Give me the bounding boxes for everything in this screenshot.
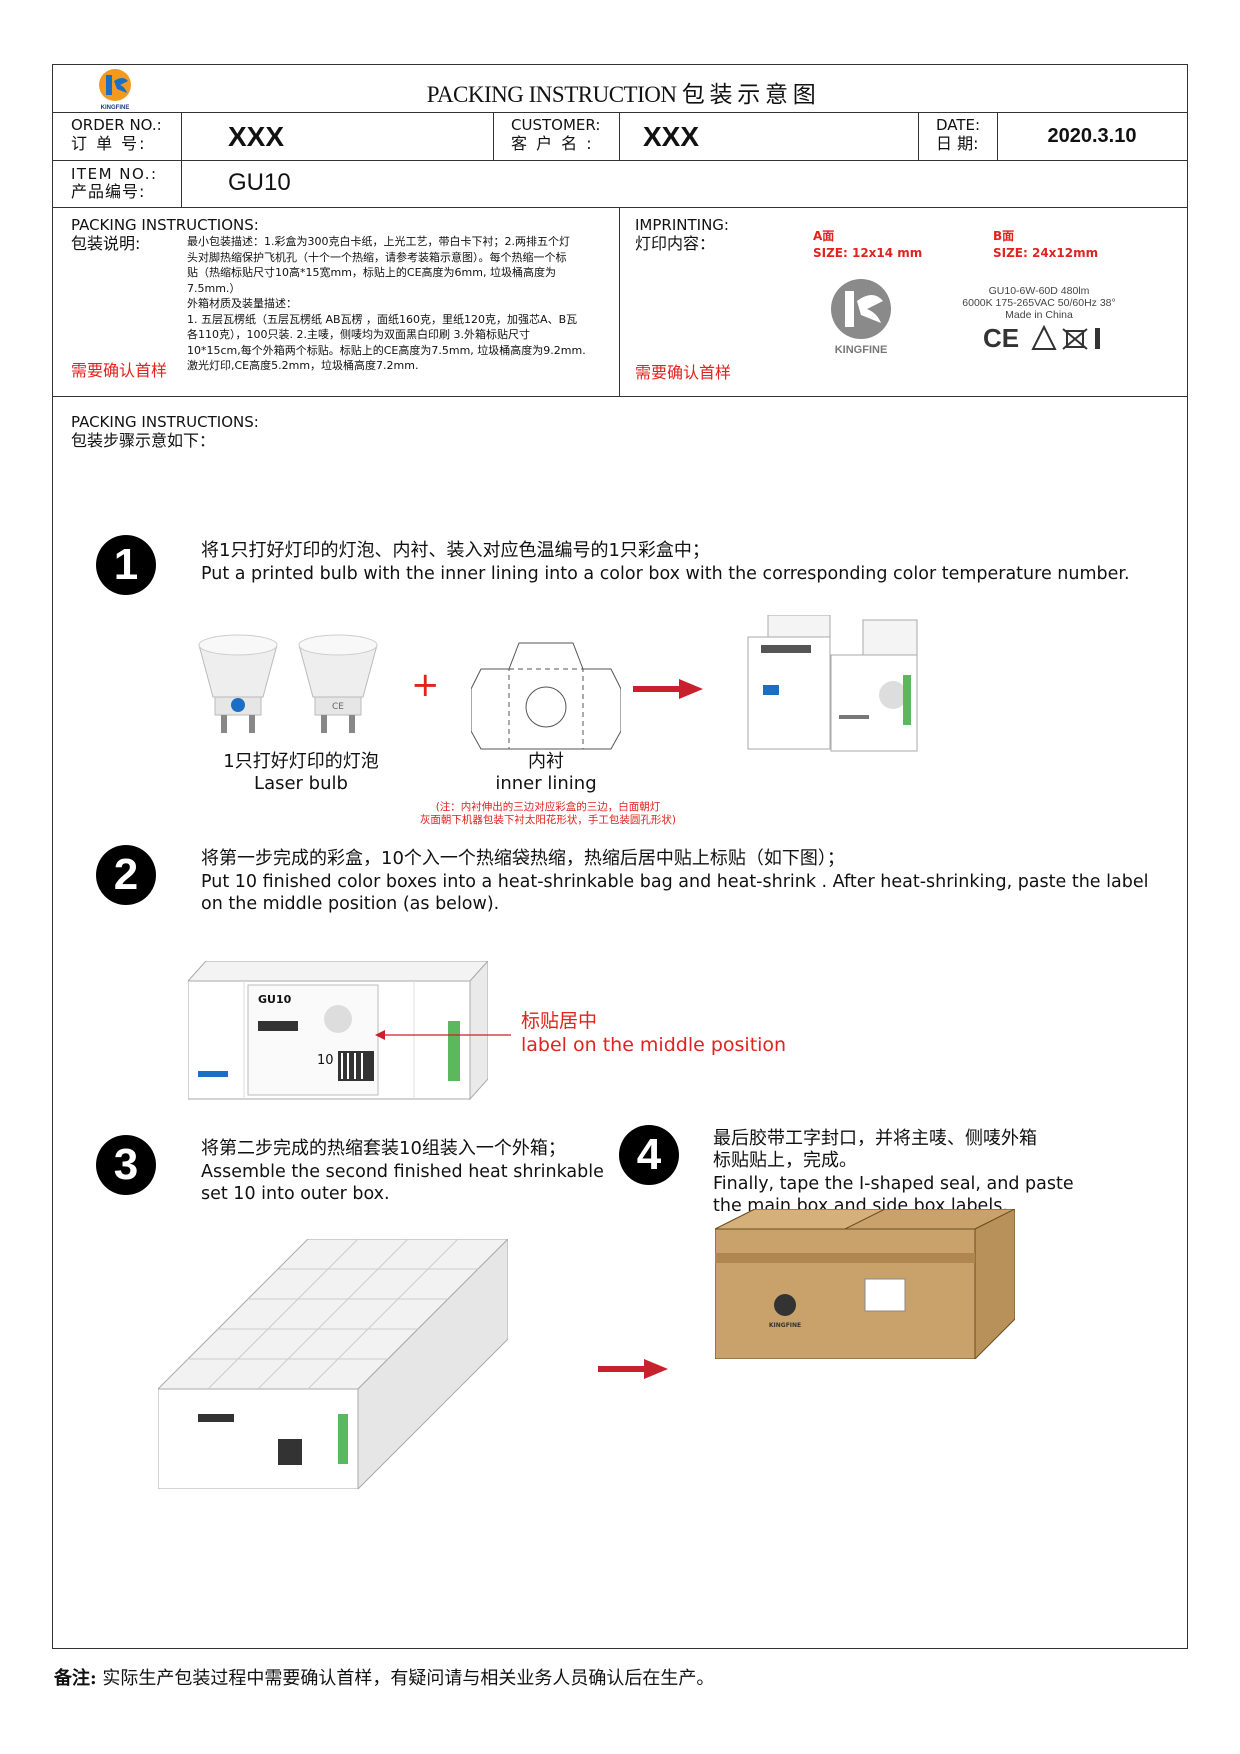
item-label-cn: 产品编号: [71, 183, 145, 200]
a-side-label: A面 [813, 227, 834, 244]
svg-text:KINGFINE: KINGFINE [769, 1322, 801, 1329]
imprinting-confirm: 需要确认首样 [635, 359, 731, 383]
imprinting-label-cn: 灯印内容： [635, 235, 715, 252]
b-side-imprint: GU10-6W-60D 480lm 6000K 175-265VAC 50/60… [949, 285, 1129, 321]
step-3-badge: 3 [96, 1135, 156, 1195]
packing-label-cn: 包装说明: [71, 235, 140, 252]
date-label-cn: 日 期: [936, 135, 978, 152]
order-label-cn: 订 单 号: [71, 135, 147, 152]
arrow-right-icon [598, 1359, 668, 1379]
step-1-cn: 将1只打好灯印的灯泡、内衬、装入对应色温编号的1只彩盒中； [201, 539, 710, 562]
step-1-badge: 1 [96, 535, 156, 595]
b-side-line: Made in China [949, 309, 1129, 321]
inner-lining-illustration [471, 641, 621, 751]
packing-line: 贴（热缩标贴尺寸10高*15宽mm，标贴上的CE高度为6mm, 垃圾桶高度为 [187, 265, 617, 281]
item-label-en: ITEM NO.: [71, 166, 158, 183]
packing-line: 各110克），100只装. 2.主唛，侧唛均为双面黑白印刷 3.外箱标贴尺寸 [187, 327, 617, 343]
color-box-illustration [743, 615, 923, 755]
packing-line: 外箱材质及装量描述： [187, 296, 617, 312]
step-2-en: Put 10 finished color boxes into a heat-… [201, 871, 1148, 894]
packing-line: 激光灯印,CE高度5.2mm，垃圾桶高度7.2mm. [187, 358, 617, 374]
kingfine-imprint-logo: KINGFINE [821, 277, 901, 357]
a-side-size: SIZE: 12x14 mm [813, 246, 922, 260]
label-position-cn: 标贴居中 [521, 1006, 597, 1033]
certification-icons [1029, 323, 1109, 353]
step-2-badge: 2 [96, 845, 156, 905]
customer-label-cn: 客 户 名 : [511, 135, 594, 152]
svg-text:KINGFINE: KINGFINE [835, 344, 888, 356]
laser-bulb-cn: 1只打好灯印的灯泡 [181, 751, 421, 773]
inner-lining-en: inner lining [426, 773, 666, 795]
item-value: GU10 [228, 169, 291, 197]
pack-qty-text: 10 [317, 1053, 334, 1068]
step-2-en-2: on the middle position (as below). [201, 893, 499, 916]
customer-label-en: CUSTOMER: [511, 117, 600, 134]
pack-gu10-text: GU10 [258, 993, 291, 1006]
arrow-left-icon [375, 1025, 511, 1035]
laser-bulb-en: Laser bulb [181, 773, 421, 795]
divider [53, 112, 1187, 113]
packing-line: 最小包装描述：1.彩盒为300克白卡纸，上光工艺，带白卡下衬；2.两排五个灯 [187, 234, 617, 250]
footer-text: 实际生产包装过程中需要确认首样，有疑问请与相关业务人员确认后在生产。 [102, 1668, 714, 1689]
order-label-en: ORDER NO.: [71, 117, 162, 134]
laser-bulbs-illustration: CE [191, 631, 391, 741]
b-side-line: 6000K 175-265VAC 50/60Hz 38° [949, 297, 1129, 309]
divider [918, 112, 919, 160]
packing-line: 10*15cm,每个外箱两个标贴。标贴上的CE高度为7.5mm, 垃圾桶高度为9… [187, 343, 617, 359]
date-value: 2020.3.10 [997, 125, 1187, 148]
step-3-cn: 将第二步完成的热缩套装10组装入一个外箱； [201, 1137, 566, 1160]
arrow-right-icon [633, 679, 703, 699]
packing-sheet: KINGFINE PACKING INSTRUCTION 包 装 示 意 图 O… [52, 64, 1188, 1649]
step-4-en: Finally, tape the I-shaped seal, and pas… [713, 1173, 1074, 1196]
packing-description: 最小包装描述：1.彩盒为300克白卡纸，上光工艺，带白卡下衬；2.两排五个灯 头… [187, 234, 617, 374]
inner-lining-note: (注：内衬伸出的三边对应彩盒的三边，白面朝灯 灰面朝下机器包装下衬太阳花形状，手… [408, 801, 688, 827]
divider [53, 207, 1187, 208]
divider [181, 112, 182, 207]
imprinting-label-en: IMPRINTING: [635, 217, 729, 234]
b-side-size: SIZE: 24x12mm [993, 246, 1098, 260]
packing-line: 7.5mm.） [187, 281, 617, 297]
ce-mark: CE [983, 323, 1019, 354]
step-4-cn-2: 标贴贴上，完成。 [713, 1149, 857, 1172]
steps-label-cn: 包装步骤示意如下： [71, 432, 215, 449]
note-line: 灰面朝下机器包装下衬太阳花形状，手工包装圆孔形状) [408, 814, 688, 827]
date-label-en: DATE: [936, 117, 980, 134]
footer-note: 备注: 实际生产包装过程中需要确认首样，有疑问请与相关业务人员确认后在生产。 [54, 1664, 714, 1690]
step-1-en: Put a printed bulb with the inner lining… [201, 563, 1130, 586]
footer-label: 备注: [54, 1668, 97, 1689]
step-4-badge: 4 [619, 1125, 679, 1185]
order-value: XXX [228, 121, 284, 153]
carton-illustration: KINGFINE [715, 1209, 1015, 1359]
packing-label-en: PACKING INSTRUCTIONS: [71, 217, 259, 234]
divider [619, 112, 620, 160]
label-position-en: label on the middle position [521, 1034, 786, 1056]
step-2-cn: 将第一步完成的彩盒，10个入一个热缩袋热缩，热缩后居中贴上标贴（如下图）； [201, 847, 845, 870]
divider [53, 396, 1187, 397]
divider [53, 160, 1187, 161]
divider [619, 207, 620, 396]
step-4-cn: 最后胶带工字封口，并将主唛、侧唛外箱 [713, 1127, 1037, 1150]
stacked-packs-illustration [158, 1239, 508, 1489]
b-side-line: GU10-6W-60D 480lm [949, 285, 1129, 297]
divider [493, 112, 494, 160]
steps-label-en: PACKING INSTRUCTIONS: [71, 414, 259, 431]
step-3-en-2: set 10 into outer box. [201, 1183, 390, 1206]
inner-lining-cn: 内衬 [426, 751, 666, 773]
svg-text:CE: CE [332, 702, 344, 712]
step-3-en: Assemble the second finished heat shrink… [201, 1161, 604, 1184]
packing-confirm: 需要确认首样 [71, 357, 167, 381]
plus-icon: + [411, 665, 440, 705]
packing-line: 1. 五层瓦楞纸（五层瓦楞纸 AB瓦楞 ，面纸160克，里纸120克，加强芯A、… [187, 312, 617, 328]
packing-line: 头对脚热缩保护飞机孔（十个一个热缩，请参考装箱示意图）。每个热缩一个标 [187, 250, 617, 266]
page-title: PACKING INSTRUCTION 包 装 示 意 图 [53, 75, 1189, 109]
note-line: (注：内衬伸出的三边对应彩盒的三边，白面朝灯 [408, 801, 688, 814]
b-side-label: B面 [993, 227, 1014, 244]
customer-value: XXX [643, 121, 699, 153]
